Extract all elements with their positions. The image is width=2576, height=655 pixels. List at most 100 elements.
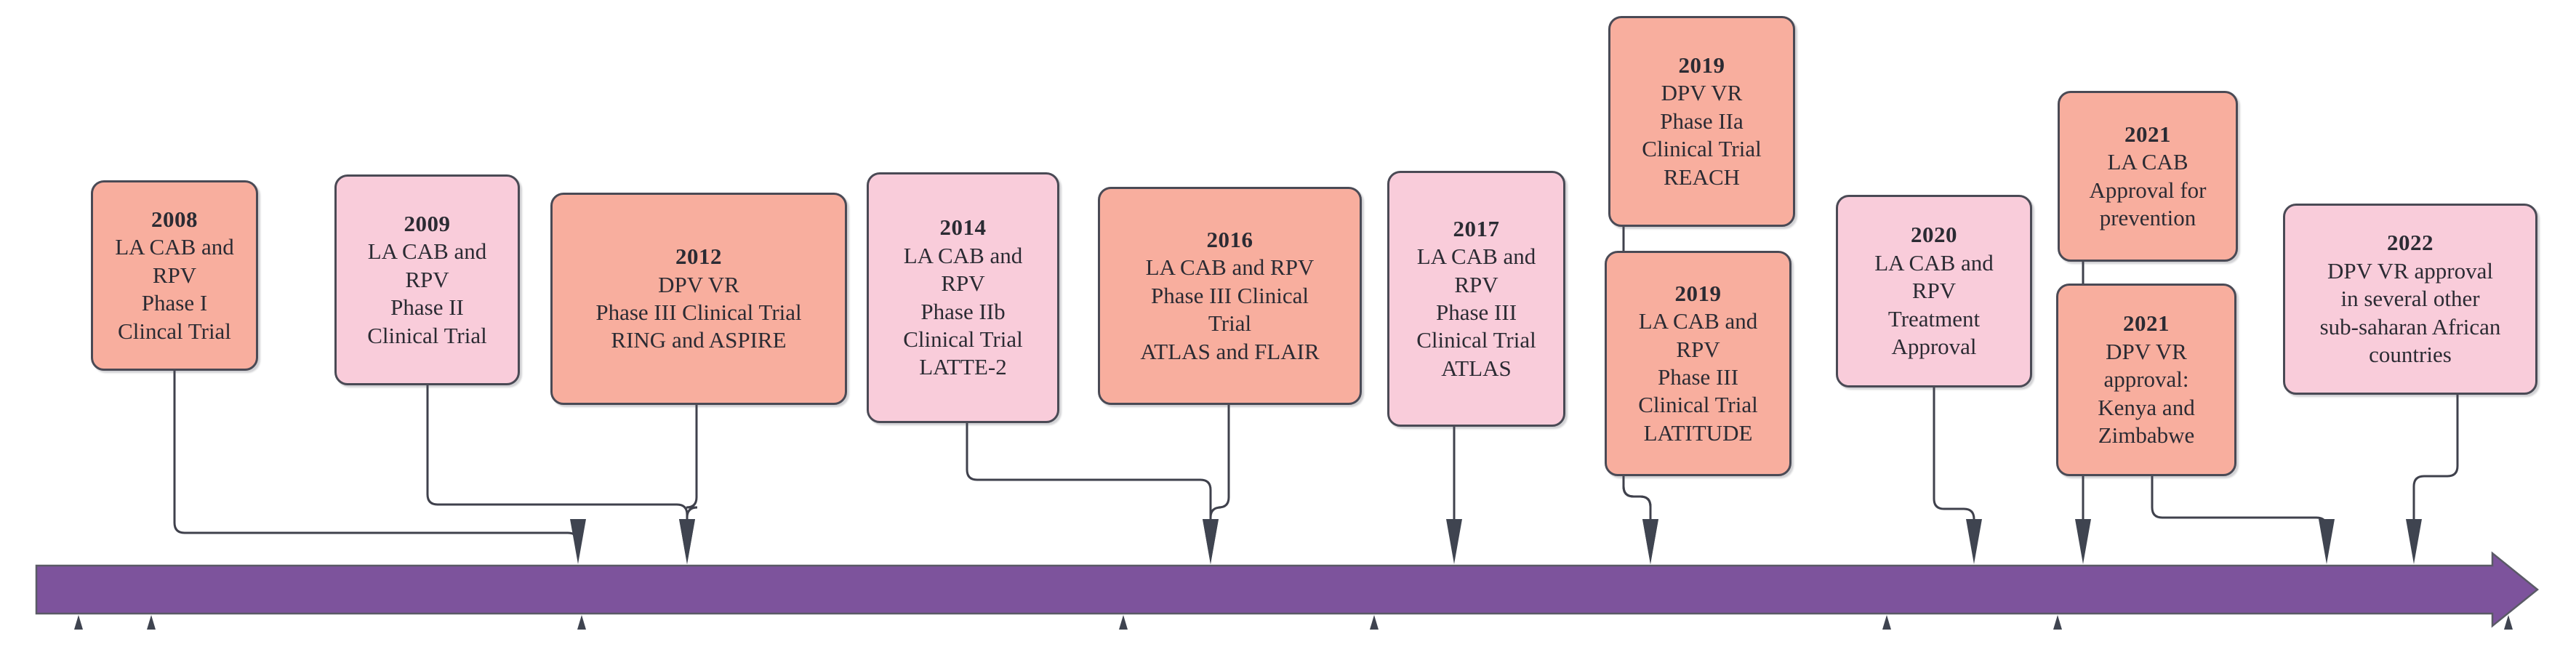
event-line-e2022-3: countries (2369, 342, 2452, 368)
connector-e2009 (426, 385, 695, 564)
arrowhead-e2012 (679, 519, 695, 564)
event-line-e2021a-0: LA CAB (2107, 149, 2188, 175)
event-line-e2014-0: LA CAB and (903, 242, 1023, 268)
event-line-e2017-4: ATLAS (1441, 355, 1512, 381)
event-year-e2022: 2022 (2387, 230, 2433, 256)
event-line-e2022-1: in several other (2340, 286, 2480, 312)
arrowhead-e2014 (1203, 519, 1219, 564)
event-line-e2017-2: Phase III (1435, 300, 1517, 325)
arrowhead-e2019b (1642, 519, 1658, 564)
event-year-e2020: 2020 (1911, 222, 1957, 248)
connector-line-e2021b (2151, 476, 2328, 529)
event-line-e2014-1: RPV (941, 270, 985, 297)
event-line-e2009-1: RPV (405, 266, 449, 292)
axis-tick-2 (577, 615, 586, 630)
arrowhead-e2021b (2319, 519, 2335, 564)
event-line-e2019b-3: Clinical Trial (1638, 392, 1758, 418)
connector-e2022 (2406, 395, 2459, 564)
event-year-e2021b: 2021 (2123, 310, 2170, 337)
connector-e2008 (173, 371, 586, 564)
connector-e2016 (1203, 405, 1230, 564)
event-line-e2021b-0: DPV VR (2106, 338, 2187, 364)
event-line-e2019b-1: RPV (1676, 336, 1720, 362)
event-line-e2008-1: RPV (152, 262, 197, 288)
event-line-e2008-0: LA CAB and (115, 234, 234, 260)
event-line-e2019a-0: DPV VR (1661, 80, 1743, 106)
connector-e2020 (1933, 387, 1982, 564)
arrowhead-e2008 (570, 519, 586, 564)
event-line-e2021a-2: prevention (2099, 204, 2196, 230)
arrowhead-e2020 (1966, 519, 1982, 564)
event-line-e2020-1: RPV (1911, 278, 1957, 304)
event-year-e2012: 2012 (675, 244, 722, 270)
event-line-e2009-0: LA CAB and (367, 238, 487, 265)
connector-line-e2020 (1933, 387, 1975, 520)
arrowhead-e2017 (1446, 519, 1462, 564)
event-year-e2019b: 2019 (1674, 280, 1722, 306)
event-line-e2021b-2: Kenya and (2098, 394, 2195, 420)
event-line-e2017-1: RPV (1454, 271, 1498, 297)
arrowhead-e2009 (679, 519, 695, 564)
event-line-e2016-0: LA CAB and RPV (1145, 254, 1315, 281)
axis-tick-4 (1370, 615, 1379, 630)
event-year-e2017: 2017 (1453, 215, 1500, 241)
axis-tick-6 (2053, 615, 2062, 630)
connector-line-e2016 (1209, 405, 1230, 519)
connector-e2014 (966, 423, 1219, 564)
connector-line-e2022 (2412, 395, 2459, 519)
event-line-e2020-0: LA CAB and (1874, 249, 1994, 276)
event-year-e2014: 2014 (939, 214, 987, 241)
axis-tick-1 (147, 615, 156, 630)
event-year-e2021a: 2021 (2124, 121, 2171, 147)
arrowhead-e2016 (1203, 519, 1219, 564)
connector-line-e2009 (426, 385, 689, 519)
event-line-e2019b-0: LA CAB and (1638, 308, 1758, 334)
event-line-e2012-0: DPV VR (658, 271, 739, 297)
event-line-e2019b-2: Phase III (1657, 364, 1739, 390)
arrowhead-e2019a (1642, 519, 1658, 564)
event-line-e2019a-3: REACH (1663, 164, 1741, 190)
connector-line-e2014 (966, 423, 1212, 519)
event-line-e2020-2: Treatment (1887, 305, 1981, 331)
event-year-e2019a: 2019 (1678, 52, 1725, 78)
arrowhead-e2022 (2406, 519, 2422, 564)
event-line-e2008-3: Clincal Trial (118, 318, 231, 344)
event-line-e2021b-3: Zimbabwe (2098, 422, 2195, 449)
event-line-e2022-2: sub-saharan African (2319, 313, 2501, 339)
event-line-e2019a-1: Phase IIa (1660, 108, 1744, 134)
event-line-e2022-0: DPV VR approval (2327, 257, 2493, 284)
event-line-e2021b-1: approval: (2103, 366, 2189, 393)
event-line-e2020-3: Approval (1891, 334, 1977, 360)
connector-e2021b (2151, 476, 2335, 564)
event-line-e2017-0: LA CAB and (1416, 244, 1536, 270)
event-year-e2016: 2016 (1206, 226, 1253, 252)
connector-e2012 (679, 405, 698, 564)
event-line-e2009-3: Clinical Trial (367, 322, 487, 348)
event-line-e2009-2: Phase II (390, 294, 464, 321)
event-line-e2014-3: Clinical Trial (903, 326, 1023, 352)
event-year-e2008: 2008 (151, 206, 198, 232)
event-line-e2016-3: ATLAS and FLAIR (1140, 338, 1320, 364)
event-line-e2014-2: Phase IIb (920, 298, 1006, 324)
event-line-e2016-1: Phase III Clinical (1151, 282, 1309, 308)
event-line-e2021a-1: Approval for (2089, 177, 2207, 203)
event-line-e2017-3: Clinical Trial (1416, 327, 1536, 353)
event-line-e2016-2: Trial (1208, 310, 1252, 337)
connector-e2017 (1446, 427, 1462, 564)
event-line-e2012-1: Phase III Clinical Trial (595, 300, 802, 325)
event-line-e2008-2: Phase I (141, 290, 208, 316)
axis-tick-7 (2504, 615, 2513, 630)
